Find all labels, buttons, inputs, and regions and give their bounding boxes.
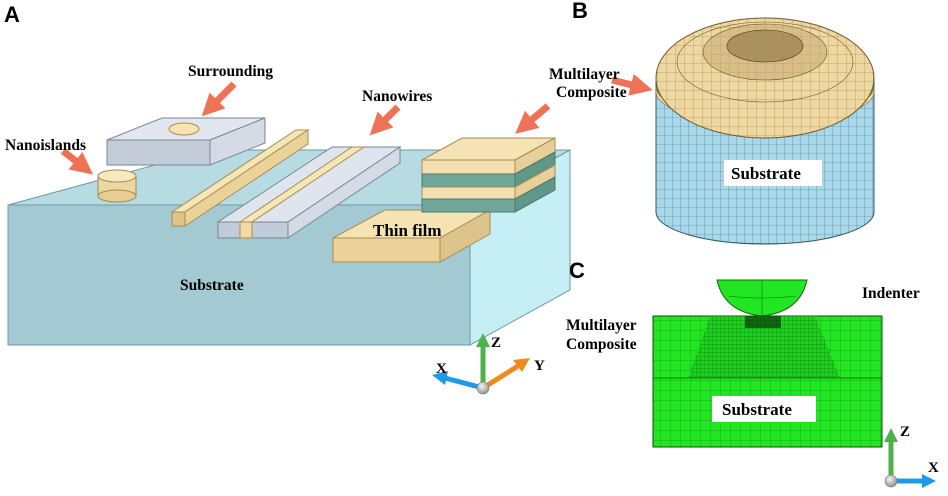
axis-x-label-c: X: [928, 460, 939, 476]
cylinder-mesh: Substrate: [655, 17, 875, 245]
nanowire-yellow-side: [184, 129, 309, 227]
label-indenter: Indenter: [862, 285, 920, 302]
nanoisland-bottom: [97, 189, 137, 203]
arrow-surrounding: [201, 81, 237, 117]
axis-triad-a: Z X Y: [432, 333, 545, 395]
axis-x-arrow-a: [444, 375, 484, 391]
axis-triad-c: Z X: [884, 424, 939, 488]
surrounding-hole-disk: [168, 122, 200, 136]
nanoisland-top: [97, 169, 137, 183]
axis-y-label-a: Y: [534, 358, 545, 374]
stack-layer-4-side: [514, 176, 556, 213]
stack-layer-2-front: [421, 173, 516, 188]
stack-layer-1-front: [421, 159, 516, 175]
panel-b-letter: B: [572, 0, 588, 23]
label-multilayer-b-line2: Composite: [556, 84, 627, 101]
nanoisland-cylinder: [97, 169, 137, 203]
axis-z-label-a: Z: [491, 335, 501, 351]
fem-label-box: [712, 396, 816, 422]
label-nanowires: Nanowires: [362, 88, 432, 105]
stack-layer-4-front: [421, 198, 516, 213]
axis-x-label-a: X: [436, 361, 447, 377]
label-multilayer-b-line1: Multilayer: [549, 66, 620, 83]
label-multilayer-c-line2: Composite: [566, 336, 637, 353]
cylinder-top-ring-1: [676, 21, 854, 103]
axis-z-head-a: [476, 333, 490, 347]
arrow-nanowires: [369, 104, 401, 136]
fem-composite-layer: [745, 316, 781, 328]
axis-origin-c: [884, 474, 898, 488]
axis-y-head-a: [513, 358, 530, 372]
arrow-multilayer-b: [611, 73, 653, 96]
surrounding-front-face: [106, 139, 211, 166]
axis-x-head-a: [432, 371, 448, 385]
multilayer-stack: [421, 137, 556, 213]
axis-z-head-c: [884, 428, 898, 442]
label-thin-film: Thin film: [373, 221, 442, 240]
arrow-multilayer-a: [515, 103, 551, 134]
nanowire-yellow: [170, 129, 310, 227]
label-surrounding: Surrounding: [188, 63, 273, 80]
axis-x-head-c: [922, 474, 936, 488]
nanowire-group-side: [287, 146, 401, 239]
label-nanoislands: Nanoislands: [5, 137, 86, 154]
axis-z-label-c: Z: [900, 424, 910, 440]
surrounding-block: [106, 117, 266, 166]
stack-layer-3-front: [421, 186, 516, 200]
label-multilayer-c-line1: Multilayer: [566, 317, 637, 334]
panel-a-arrows: [60, 81, 551, 175]
arrow-nanoislands: [60, 148, 94, 175]
axis-y-arrow-a: [481, 363, 520, 391]
nanowire-core-front: [239, 221, 253, 239]
label-substrate-c: Substrate: [722, 400, 792, 419]
surrounding-side-face: [209, 117, 266, 166]
panel-a: A: [4, 2, 571, 395]
thin-film-side: [439, 209, 491, 263]
fem-refined-zone: [688, 316, 840, 378]
panel-c-letter: C: [569, 258, 585, 283]
nanowire-group-front: [217, 221, 289, 239]
panel-b: B Substrate Multilayer Composite: [549, 0, 875, 245]
label-substrate-b: Substrate: [731, 164, 801, 183]
panel-c: C Indenter Multilayer Composite Substrat…: [566, 258, 939, 488]
label-substrate-a: Substrate: [180, 277, 244, 294]
thin-film-front: [332, 237, 441, 263]
nanowire-yellow-front: [171, 211, 186, 227]
nanowire-group: [216, 146, 402, 239]
axis-origin-a: [476, 381, 490, 395]
cylinder-label-box: [724, 160, 822, 186]
panel-a-letter: A: [4, 2, 20, 27]
cylinder-top-center: [726, 29, 804, 63]
